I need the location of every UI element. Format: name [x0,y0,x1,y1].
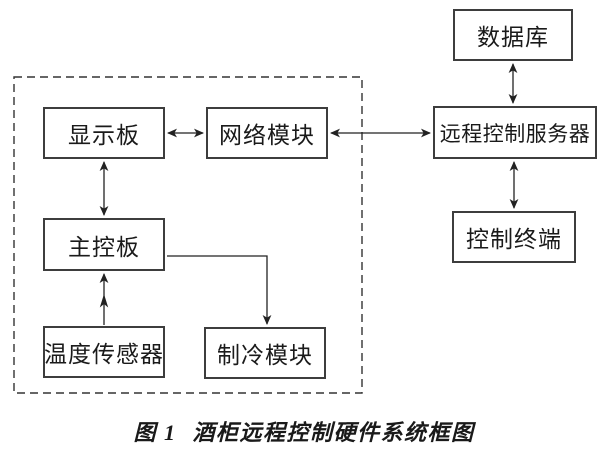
box-cooling-module: 制冷模块 [204,327,326,379]
box-main-control-board: 主控板 [43,218,165,271]
box-temperature-sensor: 温度传感器 [43,326,165,378]
box-database: 数据库 [453,9,573,61]
figure-caption-number: 图 1 [133,420,177,445]
box-display-board: 显示板 [43,107,165,159]
arrow-temp-main-second-head [99,294,109,308]
figure-caption: 图 1 酒柜远程控制硬件系统框图 [0,415,608,447]
cabinet-boundary-dashed-frame [13,76,363,394]
box-network-module: 网络模块 [206,107,328,159]
box-control-terminal: 控制终端 [452,211,576,263]
box-remote-control-server: 远程控制服务器 [433,106,597,159]
arrow-main-cooling [167,255,272,325]
figure-caption-title: 酒柜远程控制硬件系统框图 [192,420,475,445]
